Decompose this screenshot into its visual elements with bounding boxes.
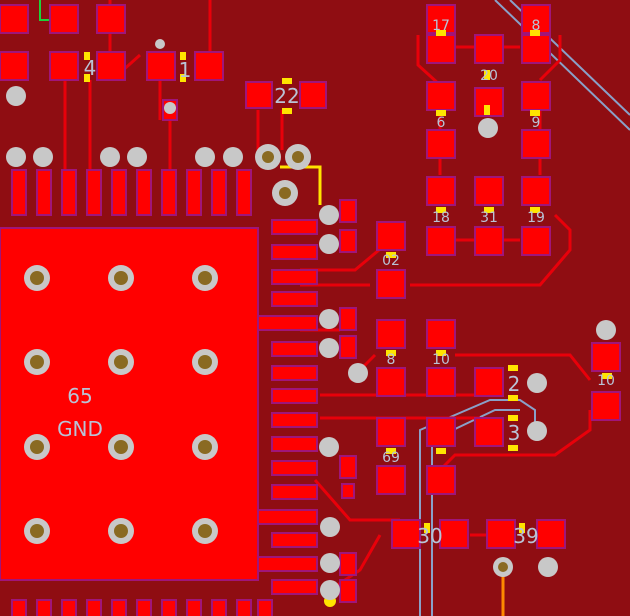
ic-bottom-pins[interactable] [11, 599, 273, 616]
label-pad-18: 18 [432, 210, 450, 226]
label-pad-39: 39 [513, 524, 538, 548]
label-pad-8: 8 [532, 18, 541, 34]
label-pad-10: 10 [432, 352, 450, 368]
gnd-vias[interactable] [24, 265, 218, 544]
smd-component-pads[interactable] [0, 4, 621, 603]
component-silkscreen-marks [84, 30, 612, 607]
label-pad-69: 69 [382, 450, 400, 466]
label-pad-8b: 8 [387, 352, 396, 368]
gnd-pad-net-label: GND [57, 417, 103, 441]
label-pad-20: 20 [480, 68, 498, 84]
label-pad-02: 02 [382, 253, 400, 269]
ic-right-pins[interactable] [257, 219, 318, 595]
label-pad-19: 19 [527, 210, 545, 226]
label-pad-6: 6 [437, 115, 446, 131]
label-pad-1: 1 [179, 58, 192, 82]
signal-vias[interactable] [6, 39, 616, 600]
label-pad-22: 22 [274, 84, 299, 108]
label-pad-4: 4 [84, 56, 97, 80]
label-pad-9: 9 [532, 115, 541, 131]
pad-labels: 4 1 22 17 8 20 6 9 18 31 19 02 8 10 2 3 … [84, 18, 615, 548]
label-pad-17: 17 [432, 18, 450, 34]
label-pad-10b: 10 [597, 373, 615, 389]
label-pad-30: 30 [417, 524, 442, 548]
gnd-pad-number: 65 [67, 384, 92, 408]
label-pad-3: 3 [508, 421, 521, 445]
label-pad-31: 31 [480, 210, 498, 226]
label-pad-2: 2 [508, 372, 521, 396]
ic-top-pins[interactable] [11, 169, 252, 216]
